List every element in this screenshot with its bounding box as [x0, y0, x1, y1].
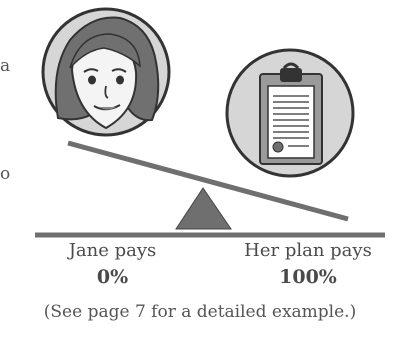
- fulcrum-triangle: [176, 188, 231, 229]
- jane-pays-percent: 0%: [40, 266, 185, 288]
- clipboard-document-icon: [227, 50, 353, 176]
- plan-pays-label: Her plan pays: [218, 240, 398, 261]
- see-page-note: (See page 7 for a detailed example.): [0, 302, 400, 322]
- cropped-text-bottom: o: [0, 164, 10, 184]
- woman-face-icon: [43, 9, 169, 135]
- jane-pays-label: Jane pays: [40, 240, 185, 261]
- cropped-text-top: a: [0, 56, 10, 76]
- plan-pays-percent: 100%: [218, 266, 398, 288]
